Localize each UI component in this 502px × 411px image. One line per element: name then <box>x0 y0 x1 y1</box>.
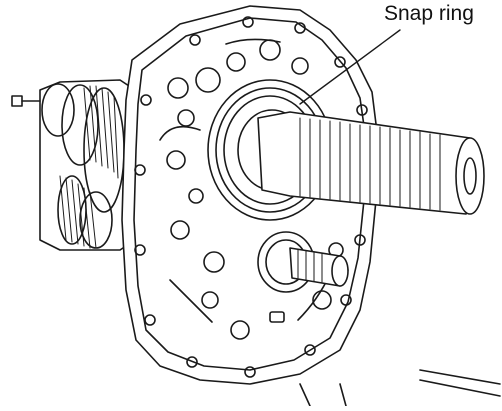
snap-ring-leader-line <box>299 29 401 105</box>
counter-shaft <box>257 231 349 293</box>
gear-cluster <box>11 79 136 251</box>
base-stand <box>299 369 501 407</box>
snap-ring-label: Snap ring <box>384 2 474 25</box>
mainshaft <box>257 111 485 215</box>
